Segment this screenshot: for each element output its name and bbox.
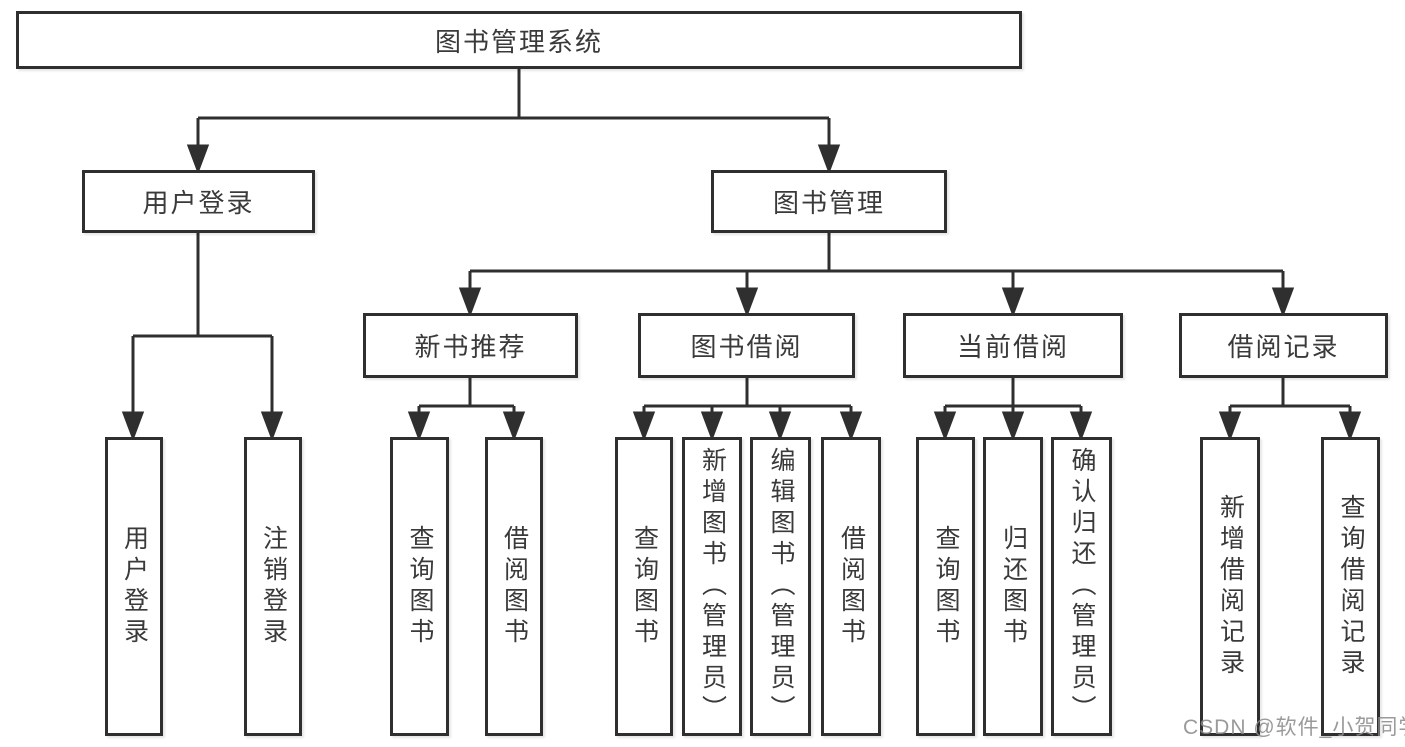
arrowhead xyxy=(1338,411,1362,442)
node-root-system: 图书管理系统 xyxy=(16,11,1022,69)
arrowhead xyxy=(1271,287,1295,318)
leaf-add-books-admin: 新增图书（管理员） xyxy=(682,437,742,736)
arrowhead xyxy=(933,411,957,442)
connector-line xyxy=(198,69,829,120)
leaf-add-borrow-record: 新增借阅记录 xyxy=(1200,437,1260,736)
leaf-logout: 注销登录 xyxy=(244,437,302,736)
node-current-borrow: 当前借阅 xyxy=(903,313,1123,378)
connector-group xyxy=(121,69,1362,442)
connector-line xyxy=(945,378,1081,408)
arrowhead xyxy=(1218,411,1242,442)
node-new-book-recommend: 新书推荐 xyxy=(363,313,578,378)
csdn-watermark: CSDN @软件_小贺同学 xyxy=(1183,716,1405,739)
arrowhead xyxy=(458,287,482,318)
arrowhead xyxy=(407,411,431,442)
node-book-management-module: 图书管理 xyxy=(711,170,947,233)
arrowhead xyxy=(817,144,841,175)
arrowhead xyxy=(632,411,656,442)
connector-line xyxy=(133,233,272,338)
connector-line xyxy=(419,378,514,408)
leaf-return-books: 归还图书 xyxy=(983,437,1043,736)
node-borrow-records: 借阅记录 xyxy=(1179,313,1388,378)
leaf-confirm-return-admin: 确认归还（管理员） xyxy=(1051,437,1112,736)
arrowhead xyxy=(1001,411,1025,442)
leaf-edit-books-admin: 编辑图书（管理员） xyxy=(750,437,811,736)
leaf-borrow-books: 借阅图书 xyxy=(821,437,881,736)
connector-line xyxy=(1230,378,1350,408)
leaf-query-books-current: 查询图书 xyxy=(916,437,975,736)
arrowhead xyxy=(121,411,145,442)
arrowhead xyxy=(735,287,759,318)
leaf-query-borrow-record: 查询借阅记录 xyxy=(1321,437,1380,736)
arrowhead xyxy=(1069,411,1093,442)
connector-line xyxy=(644,378,851,408)
arrowhead xyxy=(502,411,526,442)
arrowhead xyxy=(260,411,284,442)
arrowhead xyxy=(768,411,792,442)
leaf-borrow-books-recommend: 借阅图书 xyxy=(485,437,543,736)
leaf-query-books-borrow: 查询图书 xyxy=(615,437,673,736)
arrowhead xyxy=(839,411,863,442)
arrowhead xyxy=(700,411,724,442)
connector-line xyxy=(470,233,1283,273)
arrowhead xyxy=(1001,287,1025,318)
node-user-login-module: 用户登录 xyxy=(82,170,315,233)
node-book-borrow: 图书借阅 xyxy=(638,313,855,378)
arrowhead xyxy=(186,144,210,175)
leaf-user-login: 用户登录 xyxy=(105,437,163,736)
leaf-query-books-recommend: 查询图书 xyxy=(390,437,449,736)
